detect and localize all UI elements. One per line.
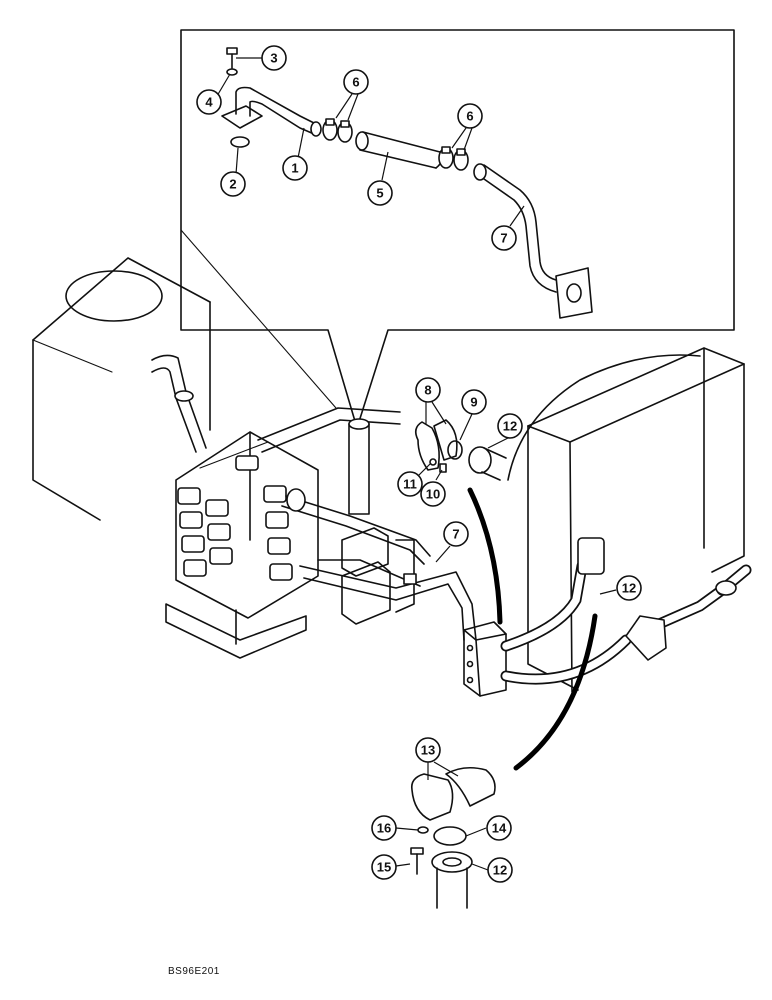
callout-7-detail: 7 — [491, 225, 517, 251]
detail-pointer-line — [180, 229, 337, 409]
hoses-12-icon — [500, 560, 752, 685]
svg-text:11: 11 — [403, 477, 417, 492]
callout-13: 13 — [415, 737, 441, 763]
callout-16: 16 — [371, 815, 397, 841]
detail-inset-frame — [180, 29, 735, 429]
split-flange-upper-icon — [414, 419, 507, 481]
svg-text:14: 14 — [492, 821, 507, 836]
leader-1 — [297, 127, 305, 159]
callout-10: 10 — [420, 481, 446, 507]
callout-12-upper: 12 — [497, 413, 523, 439]
callout-6-left: 6 — [343, 69, 369, 95]
detail-inset — [180, 29, 735, 429]
svg-text:13: 13 — [421, 743, 435, 758]
svg-text:2: 2 — [229, 177, 236, 192]
leader-12-upper — [487, 437, 509, 449]
hydraulic-tank-icon — [32, 257, 211, 521]
manifold-block-icon — [463, 621, 507, 697]
hose-clamps-6-right-icon — [438, 146, 469, 171]
svg-text:12: 12 — [493, 863, 507, 878]
hose-fitting-icon — [577, 537, 605, 575]
leader-9 — [459, 413, 473, 441]
leader-15 — [395, 863, 411, 867]
svg-text:9: 9 — [470, 395, 477, 410]
leader-12-lower — [471, 863, 489, 871]
hose-clamps-6-left-icon — [322, 118, 353, 143]
tube-7-installed-icon — [281, 488, 431, 565]
svg-text:16: 16 — [377, 821, 391, 836]
tank-pipe-icon — [151, 354, 207, 453]
filter-assembly-icon — [341, 418, 417, 625]
svg-text:15: 15 — [377, 860, 391, 875]
flange-tube-1-icon — [221, 86, 322, 137]
o-ring-2-icon — [230, 136, 250, 148]
hose-5-icon — [355, 131, 444, 169]
figure-reference-code: BS96E201 — [168, 966, 220, 977]
leader-16 — [395, 827, 419, 831]
leader-7-main — [435, 545, 451, 563]
leader-14 — [465, 827, 487, 837]
svg-text:10: 10 — [426, 487, 440, 502]
leader-5 — [381, 151, 389, 181]
leader-11 — [417, 463, 431, 477]
callout-8: 8 — [415, 377, 441, 403]
svg-text:1: 1 — [291, 161, 298, 176]
leader-4 — [216, 73, 231, 97]
callout-7-main: 7 — [443, 521, 469, 547]
control-valve-icon — [165, 431, 319, 659]
callout-2: 2 — [220, 171, 246, 197]
svg-text:6: 6 — [466, 109, 473, 124]
leader-6-right — [451, 127, 473, 151]
leader-8 — [425, 401, 447, 425]
leader-2 — [235, 147, 239, 175]
valve-lines-icon — [257, 407, 477, 641]
tube-7-icon — [473, 163, 593, 319]
leader-7-detail — [509, 205, 525, 227]
callout-9: 9 — [461, 389, 487, 415]
svg-text:7: 7 — [452, 527, 459, 542]
svg-text:3: 3 — [270, 51, 277, 66]
black-hose-upper-icon — [467, 487, 503, 625]
callout-12-lower: 12 — [487, 857, 513, 883]
callout-4: 4 — [196, 89, 222, 115]
hose-coupling-icon — [625, 580, 737, 661]
callout-1: 1 — [282, 155, 308, 181]
split-flange-lower-icon — [410, 766, 496, 909]
callout-11: 11 — [397, 471, 423, 497]
leader-13 — [427, 761, 459, 780]
svg-text:7: 7 — [500, 231, 507, 246]
leader-6-left — [335, 93, 359, 121]
leader-10 — [435, 469, 443, 481]
callouts: 3 4 2 1 6 5 6 7 8 9 12 11 10 7 12 13 16 … — [196, 45, 642, 883]
svg-text:12: 12 — [503, 419, 517, 434]
callout-6-right: 6 — [457, 103, 483, 129]
callout-5: 5 — [367, 180, 393, 206]
svg-text:8: 8 — [424, 383, 431, 398]
callout-14: 14 — [486, 815, 512, 841]
svg-text:12: 12 — [622, 581, 636, 596]
callout-3: 3 — [261, 45, 287, 71]
callout-15: 15 — [371, 854, 397, 880]
svg-text:6: 6 — [352, 75, 359, 90]
bolt-3-icon — [226, 47, 238, 69]
black-hose-lower-icon — [513, 613, 598, 771]
washer-4-icon — [226, 68, 238, 76]
callout-12-right: 12 — [616, 575, 642, 601]
main-assembly — [32, 257, 752, 909]
svg-text:4: 4 — [205, 95, 213, 110]
leader-12-right — [599, 589, 617, 595]
svg-text:5: 5 — [376, 186, 383, 201]
